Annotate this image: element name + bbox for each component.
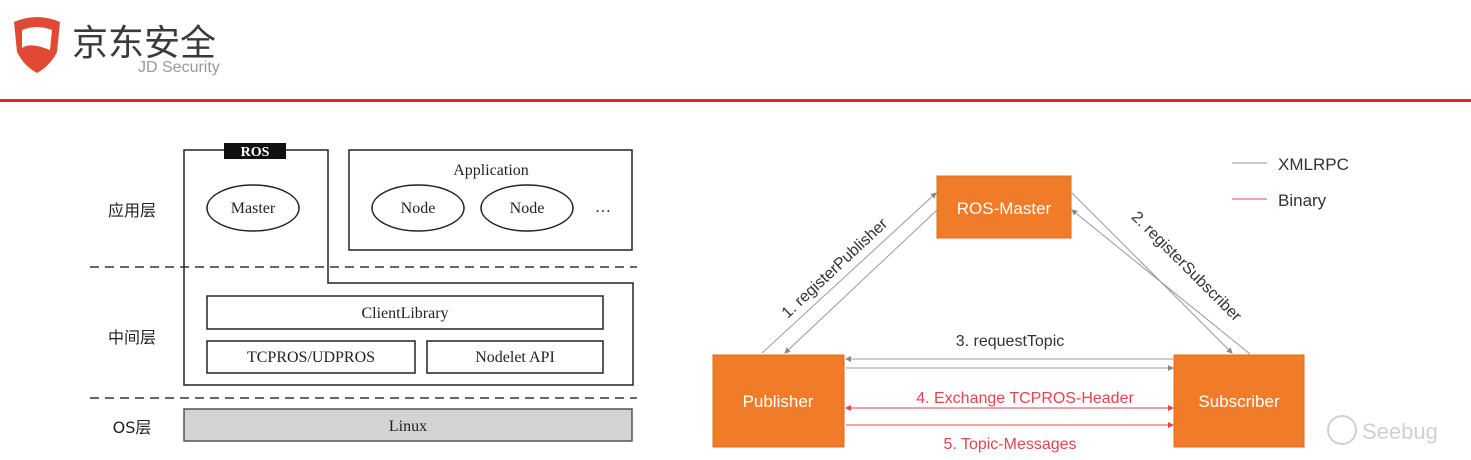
step3-label: 3. requestTopic xyxy=(956,333,1065,350)
seebug-watermark: Seebug xyxy=(1327,415,1438,445)
ros-boundary xyxy=(183,149,634,386)
layer-label-middle: 中间层 xyxy=(108,328,156,347)
subscriber-box xyxy=(1173,354,1305,448)
arrow-register-publisher xyxy=(761,192,937,354)
ellipsis-label: … xyxy=(595,199,611,216)
node-label: Node xyxy=(510,200,545,217)
nodelet-label: Nodelet API xyxy=(475,349,555,366)
publisher-box xyxy=(712,354,845,448)
node-label: Node xyxy=(401,200,436,217)
seebug-icon xyxy=(1327,415,1357,445)
layer-label-os: OS层 xyxy=(113,418,152,437)
tcpros-box xyxy=(206,340,416,374)
ros-communication-diagram: 1. registerPublisher 2. registerSubscrib… xyxy=(712,155,1349,453)
linux-box xyxy=(183,408,633,442)
client-library-box xyxy=(206,295,604,330)
shield-icon xyxy=(14,17,60,73)
subscriber-label: Subscriber xyxy=(1198,392,1280,411)
seebug-label: Seebug xyxy=(1362,419,1438,444)
node-ellipse xyxy=(371,184,465,232)
arrow-register-publisher-reply xyxy=(784,209,938,354)
ros-architecture-diagram: 应用层 中间层 OS层 ROS Master Application Node … xyxy=(90,143,637,442)
ros-master-box xyxy=(936,175,1072,239)
master-ellipse xyxy=(206,184,300,232)
header-divider xyxy=(0,99,1471,102)
step4-label: 4. Exchange TCPROS-Header xyxy=(916,390,1134,407)
logo-cn-text: 京东安全 xyxy=(72,23,216,64)
arrow-register-subscriber xyxy=(1071,209,1251,355)
ros-master-label: ROS-Master xyxy=(957,199,1052,218)
logo-en-text: JD Security xyxy=(138,59,220,76)
jd-security-logo: 京东安全 JD Security xyxy=(14,17,220,76)
legend-xmlrpc-label: XMLRPC xyxy=(1278,155,1349,174)
nodelet-box xyxy=(426,340,604,374)
ros-tag xyxy=(224,143,286,159)
client-library-label: ClientLibrary xyxy=(361,305,448,322)
tcpros-label: TCPROS/UDPROS xyxy=(247,349,375,366)
application-title: Application xyxy=(453,162,529,179)
layer-label-app: 应用层 xyxy=(108,201,156,220)
legend-binary-label: Binary xyxy=(1278,191,1327,210)
arrow-register-subscriber-reply xyxy=(1071,192,1233,354)
step5-label: 5. Topic-Messages xyxy=(943,436,1076,453)
master-label: Master xyxy=(231,200,276,217)
ros-tag-label: ROS xyxy=(241,145,270,160)
application-box xyxy=(348,149,633,251)
publisher-label: Publisher xyxy=(743,392,814,411)
linux-label: Linux xyxy=(389,418,427,435)
node-ellipse xyxy=(480,184,574,232)
